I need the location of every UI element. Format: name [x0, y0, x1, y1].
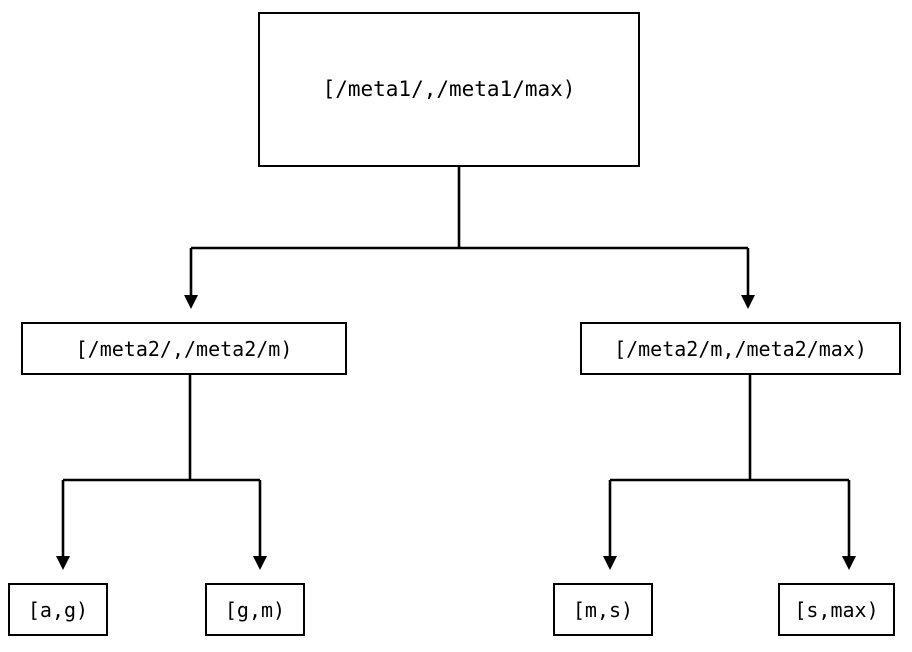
arrowhead-to-leaf-m-s	[603, 556, 617, 570]
tree-node-mid-left-label: [/meta2/,/meta2/m)	[75, 336, 293, 361]
tree-node-leaf-g-m-label: [g,m)	[224, 597, 286, 622]
tree-node-leaf-a-g[interactable]: [a,g)	[8, 583, 108, 636]
arrowhead-to-leaf-g-m	[253, 556, 267, 570]
tree-node-leaf-m-s[interactable]: [m,s)	[553, 583, 653, 636]
arrowhead-to-leaf-a-g	[56, 556, 70, 570]
tree-node-leaf-s-max[interactable]: [s,max)	[778, 583, 895, 636]
arrowhead-to-leaf-s-max	[842, 556, 856, 570]
tree-node-mid-right-label: [/meta2/m,/meta2/max)	[614, 336, 867, 361]
arrowhead-to-mid-right	[741, 295, 755, 309]
tree-node-root[interactable]: [/meta1/,/meta1/max)	[258, 12, 640, 167]
tree-node-root-label: [/meta1/,/meta1/max)	[322, 77, 576, 101]
tree-node-leaf-s-max-label: [s,max)	[794, 597, 879, 622]
tree-node-mid-left[interactable]: [/meta2/,/meta2/m)	[21, 322, 347, 375]
tree-node-leaf-m-s-label: [m,s)	[572, 597, 634, 622]
tree-node-leaf-g-m[interactable]: [g,m)	[205, 583, 305, 636]
tree-node-mid-right[interactable]: [/meta2/m,/meta2/max)	[580, 322, 901, 375]
tree-node-leaf-a-g-label: [a,g)	[27, 597, 89, 622]
arrowhead-to-mid-left	[184, 295, 198, 309]
